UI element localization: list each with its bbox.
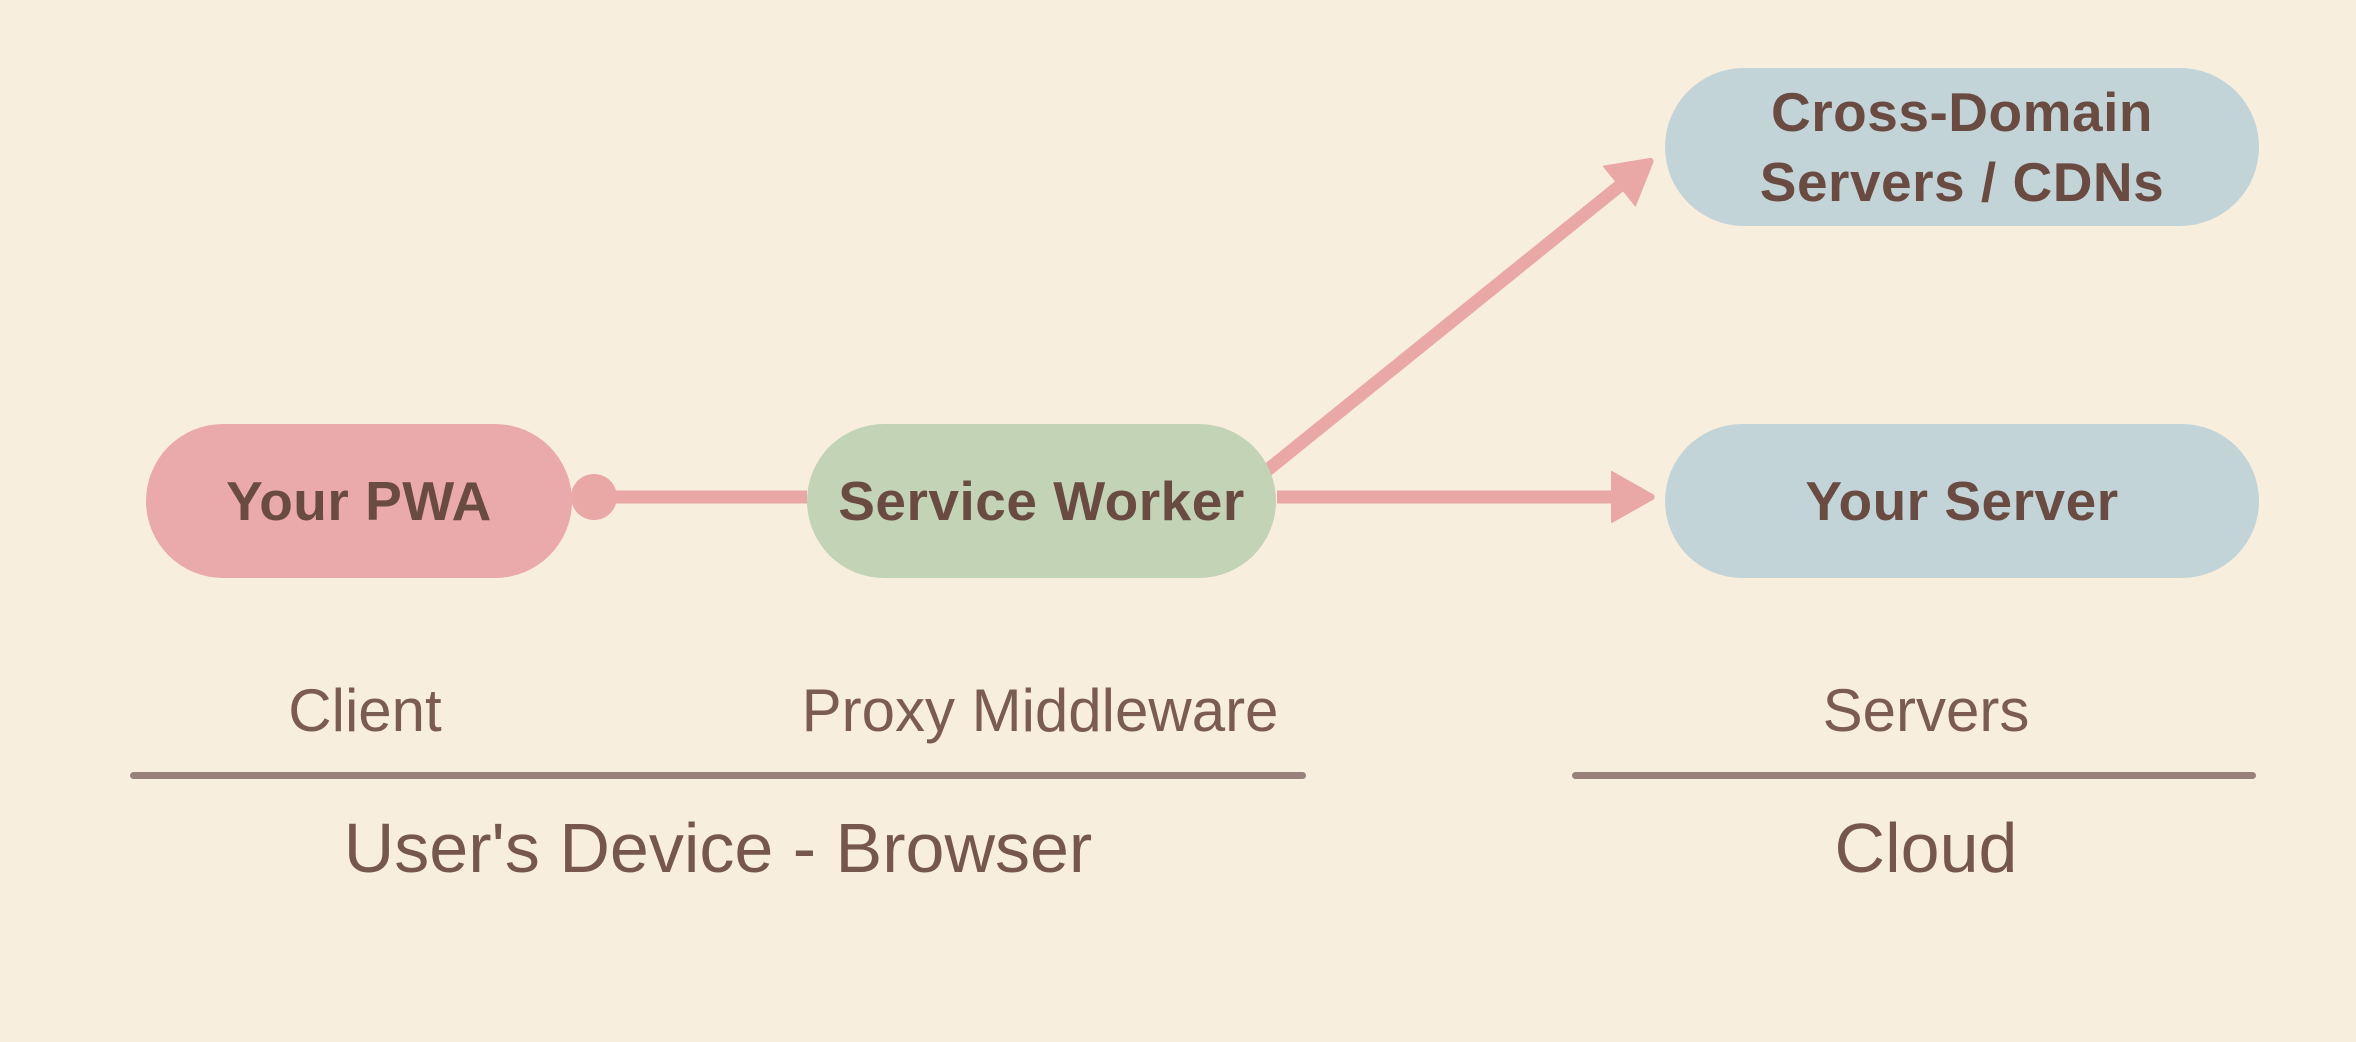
role-label-proxy-middleware: Proxy Middleware — [801, 677, 1279, 744]
connector-pwa-to-service-worker — [571, 474, 807, 520]
group-label-cloud: Cloud — [1834, 809, 2018, 887]
device-group-divider — [130, 772, 1306, 779]
node-your-server-label: Your Server — [1805, 469, 2119, 532]
node-cross-domain-servers-label: Cross-Domain Servers / CDNs — [1759, 80, 2165, 213]
role-label-client: Client — [288, 677, 442, 744]
node-service-worker: Service Worker — [807, 424, 1276, 578]
connector-dot — [571, 474, 617, 520]
cloud-group-divider — [1572, 772, 2256, 779]
role-label-servers: Servers — [1822, 677, 2030, 744]
arrow-service-worker-to-cdn — [1260, 184, 1622, 478]
node-cross-domain-servers: Cross-Domain Servers / CDNs — [1665, 68, 2259, 226]
node-your-pwa: Your PWA — [146, 424, 572, 578]
node-your-pwa-label: Your PWA — [226, 469, 492, 532]
node-your-server: Your Server — [1665, 424, 2259, 578]
group-label-users-device-browser: User's Device - Browser — [343, 809, 1093, 887]
node-service-worker-label: Service Worker — [838, 469, 1245, 532]
